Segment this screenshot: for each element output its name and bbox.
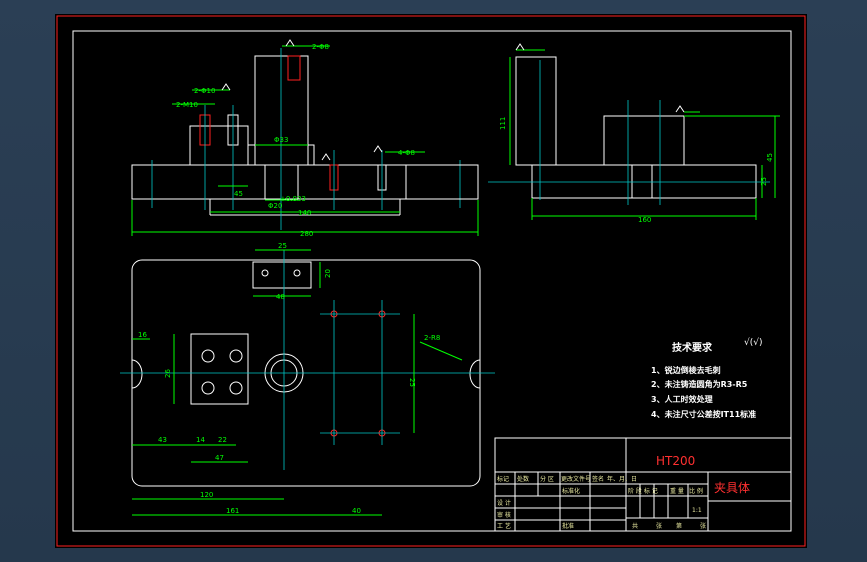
tb-zone: 分 区: [540, 475, 554, 483]
dim-95: 25: [408, 378, 416, 387]
dim-2-r8: 2-R8: [424, 334, 440, 342]
dim-2-phi10: 2-Φ10: [194, 87, 215, 95]
tb-count: 处数: [517, 475, 529, 483]
dim-120: 120: [200, 491, 213, 499]
tb-weight: 重 量: [670, 487, 684, 495]
requirement-3: 3、人工时效处理: [651, 394, 713, 404]
dim-47: 47: [215, 454, 224, 462]
dim-48: 48: [276, 293, 285, 301]
tb-standardization: 标准化: [562, 487, 580, 495]
tb-scale: 1:1: [692, 507, 702, 514]
part-name-label: 夹具体: [714, 481, 750, 495]
dim-4-phi8: 4-Φ8: [398, 149, 415, 157]
dim-22: 22: [218, 436, 227, 444]
tb-review: 审 核: [497, 511, 511, 519]
dim-43: 43: [158, 436, 167, 444]
requirement-1: 1、锐边倒棱去毛刺: [651, 365, 721, 375]
material-label: HT200: [656, 454, 695, 468]
dim-phi33: Φ33: [274, 136, 288, 144]
tb-date: 年、月、日: [607, 475, 637, 483]
dim-phi20: Φ20: [268, 202, 282, 210]
dim-45-side: 45: [766, 153, 774, 162]
tb-change-doc: 更改文件号: [561, 475, 591, 483]
tb-process: 工 艺: [497, 522, 511, 530]
dim-20: 20: [324, 269, 332, 278]
dim-tolerance: +0.033: [280, 195, 306, 203]
side-view: [488, 43, 780, 220]
drawing-sheet: [55, 14, 807, 548]
tb-signature: 签名: [592, 475, 604, 483]
tb-approve: 批准: [562, 522, 574, 530]
roughness-symbol: √(√): [744, 337, 763, 348]
tb-sheet-no: 第: [676, 522, 682, 530]
dim-14: 14: [196, 436, 205, 444]
dim-111: 111: [499, 117, 507, 130]
dim-161: 161: [226, 507, 239, 515]
requirement-4: 4、未注尺寸公差按IT11标准: [651, 409, 756, 419]
dim-2-phi8-top: 2-Φ8: [312, 43, 329, 51]
dim-140: 140: [298, 209, 311, 217]
dim-25-top: 25: [278, 242, 287, 250]
dim-25-side: 25: [760, 177, 768, 186]
tb-scale-label: 比 例: [689, 487, 703, 495]
tb-design: 设 计: [497, 499, 511, 507]
front-section-view: [131, 39, 479, 236]
dim-2-m10: 2-M10: [176, 101, 198, 109]
tb-stage-mark: 阶 段 标 记: [628, 487, 658, 495]
title-block: [494, 437, 792, 532]
dim-280: 280: [300, 230, 313, 238]
tb-sheets-1: 张: [656, 522, 662, 530]
tb-sheets-2: 张: [700, 522, 706, 530]
tb-total: 共: [632, 522, 638, 530]
dim-40: 40: [352, 507, 361, 515]
dim-26: 26: [164, 369, 172, 378]
sheet-border: [56, 15, 806, 547]
requirement-2: 2、未注铸造圆角为R3-R5: [651, 379, 748, 389]
tb-mark: 标记: [497, 475, 509, 483]
top-view: [120, 249, 495, 516]
tech-requirements-title: 技术要求: [672, 341, 713, 354]
dim-45-front: 45: [234, 190, 243, 198]
dim-16: 16: [138, 331, 147, 339]
dim-160: 160: [638, 216, 651, 224]
drawing-frame: [72, 30, 792, 532]
